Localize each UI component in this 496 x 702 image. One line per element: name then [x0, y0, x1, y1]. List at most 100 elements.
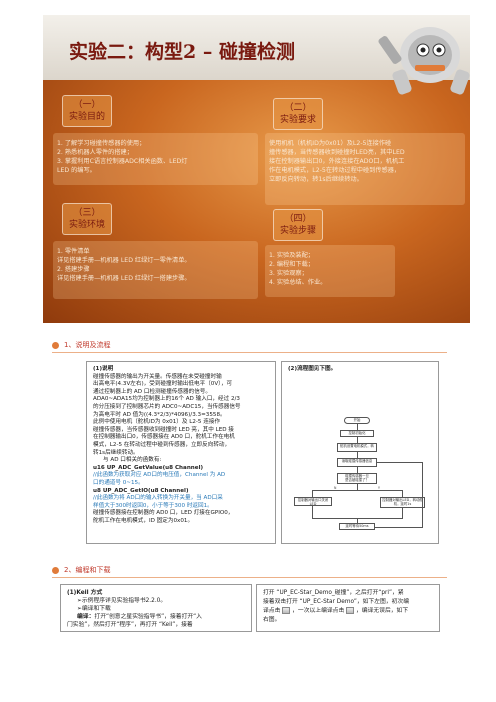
environment-line: 1. 零件清单 — [57, 248, 90, 255]
compile-text: 打开“创意之星实验指导书”，接着打开“入 — [94, 614, 202, 620]
flow-node-check: 碰撞传感器一旦 是否被碰撞了？ — [337, 473, 377, 484]
explanation-line: 模式，L2-5 在转动过程中碰到传感器，立即反向转动， — [93, 441, 231, 448]
explanation-line: 碰撞传感器的输出为开关量。传感器在未受碰撞时输 — [93, 373, 222, 380]
flow-node-delay: 延时等待50ms — [339, 523, 375, 530]
environment-panel — [53, 241, 258, 299]
requirements-line: 立即反向转动，转1s后继续转动。 — [269, 176, 363, 183]
slide-banner: 实验二：构型2 – 碰撞检测 （一） 实验目的 1. 了解学习碰撞传感器的使用；… — [43, 15, 470, 323]
flowchart-box: (2)流程图见下图。 开始 控制初始化 舵机设置电机模式，转 读取碰撞传感器信息… — [281, 361, 439, 544]
flow-arrow — [357, 437, 358, 443]
flow-node-led-on: 控制器对输出LED，转动舵机，延时1s — [380, 497, 425, 508]
section-1-divider — [52, 352, 447, 353]
steps-box: （四） 实验步骤 — [273, 209, 323, 241]
purpose-text: 1. 了解学习碰撞传感器的使用； 2. 熟悉机器人零件的搭建； 3. 掌握利用C… — [57, 139, 257, 175]
flow-loop-line — [422, 462, 423, 527]
explanation-box: (1)说明 碰撞传感器的输出为开关量。传感器在未受碰撞时输 出高电平(4.3V左… — [86, 361, 276, 544]
steps-panel — [265, 245, 395, 297]
explanation-line: 碰撞传感器，当传感器收到碰撞时 LED 亮，其中 LED 接 — [93, 426, 234, 433]
purpose-line: 3. 掌握利用C语言控制器ADC相关函数、LED灯 — [57, 158, 188, 165]
explanation-line: 与 AD 口相关的函数有: — [103, 457, 162, 464]
slide-title: 实验二：构型2 – 碰撞检测 — [69, 41, 295, 63]
keil-bullet: ➢编译和下载 — [77, 606, 111, 612]
flow-arrow — [357, 518, 358, 523]
flow-arrow — [357, 484, 358, 490]
environment-num: （三） — [73, 208, 101, 218]
explanation-line: 碰撞传感器接在控制器的 AD0 口，LED 灯接在GPIO0， — [93, 510, 234, 517]
flow-check-line: 是否被碰撞了？ — [345, 478, 369, 483]
purpose-label: 实验目的 — [68, 112, 105, 122]
environment-line: 详见搭建手册—机机器 LED 红绿灯一搭建步骤。 — [57, 275, 191, 282]
steps-label: 实验步骤 — [279, 226, 316, 236]
flow-start: 开始 — [344, 417, 370, 424]
requirements-line: 使用机机（机机ID为0x01）及L2-5连接作碰 — [269, 140, 392, 147]
compile-label: 编译： — [77, 614, 95, 620]
explanation-line: 舵机工作在电机模式，ID 固定为0x01。 — [93, 517, 194, 524]
section-1-title: 1、说明及流程 — [64, 341, 111, 349]
keil-line: 译点击 — [263, 608, 281, 614]
rebuild-icon — [346, 607, 355, 614]
flow-arrow — [402, 490, 403, 497]
environment-box: （三） 实验环境 — [62, 203, 112, 235]
flow-node-init: 控制初始化 — [340, 430, 374, 437]
flowchart-heading: (2)流程图见下图。 — [288, 366, 337, 372]
requirements-line: 接在控制器输出口0，外接连接在ADO口，机机工 — [269, 158, 405, 165]
flow-node-servo: 舵机设置电机模式，转 — [337, 443, 377, 452]
section-2-divider — [52, 577, 447, 578]
steps-line: 3. 实验观察； — [269, 270, 308, 277]
keil-line: 右图。 — [263, 617, 281, 623]
purpose-box: （一） 实验目的 — [62, 95, 112, 127]
flow-arrow — [357, 452, 358, 458]
keil-box-continued: 打开 “UP_EC-Star_Demo_碰撞”，之后打开“pri”，紧 接着双击… — [256, 584, 440, 632]
steps-line: 4. 实验总结、作业。 — [269, 279, 327, 286]
compile-text: 门实验”，然后打开“程序”，再打开 “Keil”，接着 — [67, 622, 193, 628]
steps-num: （四） — [284, 214, 312, 224]
bullet-dot-icon — [52, 341, 59, 349]
keil-box: (1)Keil 方式 ➢示例程序详见实验指导书2.2.0。 ➢编译和下载 编译：… — [60, 584, 252, 632]
explanation-line: 的分压接到了控制器芯片的 ADC0~ADC15，当传感器信号 — [93, 403, 241, 410]
explanation-heading: (1)说明 — [93, 366, 114, 372]
keil-line: ，编译无误后，如下 — [355, 608, 409, 614]
explanation-line: 为高电平时 AD 值为((4.3*2/3)*4096)/3.3=3558。 — [93, 411, 226, 418]
bullet-dot-icon — [52, 566, 59, 574]
flow-node-read: 读取碰撞传感器信息 — [337, 458, 377, 467]
environment-line: 2. 搭建步骤 — [57, 266, 90, 273]
flow-arrow — [312, 506, 313, 518]
code-comment: 样值大于300时返回0，小于等于300 时返回1。 — [93, 502, 213, 509]
requirements-text: 使用机机（机机ID为0x01）及L2-5连接作碰 撞传感器，当传感器收到碰撞时L… — [269, 139, 464, 184]
environment-line: 详见搭建手册—机机器 LED 红绿灯一零件清单。 — [57, 257, 191, 264]
flowchart: 开始 控制初始化 舵机设置电机模式，转 读取碰撞传感器信息 碰撞传感器一旦 是否… — [282, 362, 440, 545]
requirements-line: 撞传感器，当传感器收到碰撞时LED亮，其中LED — [269, 149, 405, 156]
explanation-line: 转1s后继续转动。 — [93, 449, 139, 456]
flow-node-led-off: 控制器对输出口关闭LED — [294, 497, 332, 506]
explanation-line: 出高电平(4.3V左右)，受到碰撞时输出低电平（0V），可 — [93, 381, 233, 388]
flow-arrow — [402, 508, 403, 518]
flow-loop-line — [377, 462, 423, 463]
code-comment: 口的通道号 0~15。 — [93, 479, 144, 486]
requirements-box: （二） 实验要求 — [273, 98, 323, 130]
compile-icon — [282, 607, 291, 614]
steps-line: 2. 编程和下载； — [269, 261, 314, 268]
flow-arrow — [357, 424, 358, 430]
section-2-title: 2、编程和下载 — [64, 566, 111, 574]
explanation-line: ADA0~ADA15均为控制器上的16个 AD 输入口，经过 2/3 — [93, 396, 240, 403]
explanation-line: 通过控制器上的 AD 口检测碰撞传感器的信号。 — [93, 388, 211, 395]
keil-line: ，一次以上编译点击 — [292, 608, 345, 614]
keil-line: 接着双击打开 “UP_EC-Star Demo”，如下左图，初次编 — [263, 599, 409, 605]
flow-branch-line — [312, 490, 402, 491]
code-comment: //此函数为将 AD口的输入转换为开关量，当 AD口采 — [93, 495, 223, 502]
flow-arrow — [312, 490, 313, 497]
keil-line: 打开 “UP_EC-Star_Demo_碰撞”，之后打开“pri”，紧 — [263, 590, 404, 596]
code-comment: //此函数为获取对应 AD口的电压值，Channel 为 AD — [93, 472, 226, 479]
explanation-line: 此例中使用电机（舵机ID为 0x01）及 L2-5 连接作 — [93, 419, 221, 426]
keil-bullet: ➢示例程序详见实验指导书2.2.0。 — [77, 598, 167, 604]
steps-line: 1. 实验及装配； — [269, 252, 314, 259]
robot-illustration — [378, 27, 470, 95]
steps-text: 1. 实验及装配； 2. 编程和下载； 3. 实验观察； 4. 实验总结、作业。 — [269, 251, 394, 287]
requirements-num: （二） — [284, 103, 312, 113]
purpose-line: LED 的编写。 — [57, 167, 96, 174]
slide-header — [43, 15, 470, 80]
flow-label-yes: Y — [378, 486, 380, 490]
environment-label: 实验环境 — [68, 220, 105, 230]
explanation-line: 在控制器输出口0，传感器接在 AD0 口，舵机工作在电机 — [93, 434, 235, 441]
requirements-panel — [265, 133, 465, 205]
